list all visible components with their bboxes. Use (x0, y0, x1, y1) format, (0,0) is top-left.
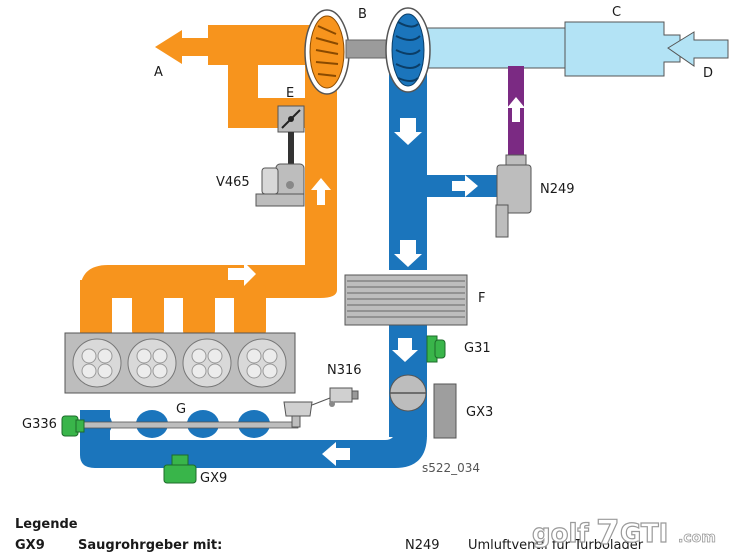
svg-text:7: 7 (596, 513, 620, 552)
label-n316: N316 (327, 363, 362, 378)
label-g: G (176, 402, 186, 417)
legend-text-n249: Umluftventil für Turbolader (468, 538, 644, 553)
label-v465: V465 (216, 175, 250, 190)
engine-block (64, 332, 296, 394)
legend-code-n249: N249 (405, 538, 440, 553)
label-gx9: GX9 (200, 471, 227, 486)
label-g336: G336 (22, 417, 57, 432)
n249-valve (495, 154, 532, 238)
v465-actuator (255, 163, 305, 207)
g31-sensor (426, 335, 446, 363)
g336-sensor (61, 415, 85, 437)
turbine (304, 9, 350, 95)
svg-text:GTI: GTI (620, 519, 668, 549)
label-f: F (478, 291, 485, 306)
svg-text:golf: golf (532, 519, 589, 549)
gx9-sensor (163, 454, 197, 484)
turbo-shaft (345, 39, 393, 59)
intercooler-f (344, 274, 468, 326)
compressor (385, 7, 431, 93)
label-b: B (358, 7, 367, 22)
label-g31: G31 (464, 341, 491, 356)
label-gx3: GX3 (466, 405, 493, 420)
label-e: E (286, 86, 294, 101)
gx3-throttle (389, 374, 457, 439)
exhaust-path (80, 25, 337, 335)
label-d: D (703, 66, 713, 81)
watermark-logo: golf 7 GTI .com (531, 512, 716, 552)
label-n249: N249 (540, 182, 575, 197)
wastegate-e (277, 105, 305, 170)
legend-text-gx9: Saugrohrgeber mit: (78, 538, 223, 553)
svg-text:.com: .com (678, 530, 716, 546)
legend-code-gx9: GX9 (15, 538, 45, 553)
label-c: C (612, 5, 621, 20)
recirc-arrow (507, 97, 525, 122)
n316-valve (283, 387, 359, 417)
figure-code: s522_034 (422, 461, 480, 475)
intake-path (424, 21, 729, 77)
label-a: A (154, 65, 163, 80)
legend-title: Legende (15, 517, 78, 532)
